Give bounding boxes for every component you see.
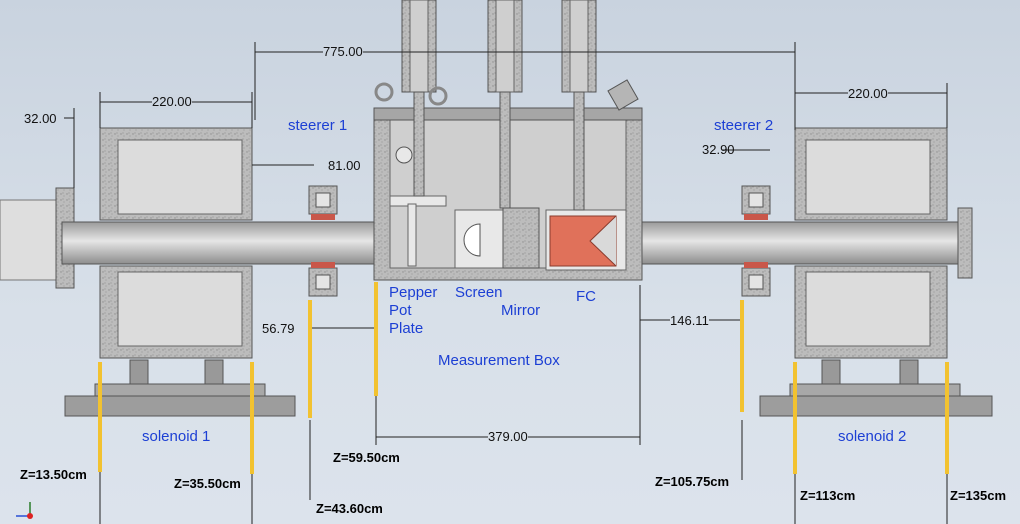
solenoid-1 xyxy=(64,127,296,417)
marker-z5 xyxy=(740,300,744,412)
label-mirror: Mirror xyxy=(501,302,541,319)
marker-z2 xyxy=(250,362,254,474)
z-label-6: Z=113cm xyxy=(800,488,856,503)
marker-z7 xyxy=(945,362,949,474)
label-solenoid-2: solenoid 2 xyxy=(838,428,907,445)
dim-box-span: 379.00 xyxy=(488,429,528,444)
z-label-2: Z=35.50cm xyxy=(174,476,241,491)
entrance-block xyxy=(0,199,57,281)
marker-z4 xyxy=(374,282,378,396)
z-label-4: Z=59.50cm xyxy=(333,450,400,465)
z-label-7: Z=135cm xyxy=(950,488,1007,503)
label-steerer-1: steerer 1 xyxy=(288,117,348,134)
steerer-1 xyxy=(308,185,338,297)
dim-solenoid1-width: 220.00 xyxy=(152,94,192,109)
z-label-1: Z=13.50cm xyxy=(20,467,87,482)
solenoid-2 xyxy=(759,127,993,417)
dim-left-offset: 32.00 xyxy=(24,111,57,126)
dim-steerer-gap: 81.00 xyxy=(328,158,361,173)
label-screen: Screen xyxy=(455,284,503,301)
beam-pipe-right xyxy=(639,221,973,265)
z-label-5: Z=105.75cm xyxy=(655,474,730,489)
dim-pepper-gap: 56.79 xyxy=(262,321,295,336)
actuator-rods xyxy=(374,0,639,211)
marker-z3 xyxy=(308,300,312,418)
dim-right-offset: 32.90 xyxy=(702,142,735,157)
label-measurement-box: Measurement Box xyxy=(438,352,560,369)
label-plate: Plate xyxy=(389,320,424,337)
dim-right-gap: 146.11 xyxy=(670,313,709,328)
label-pepper: Pepper xyxy=(389,284,438,301)
beam-pipe-left xyxy=(61,221,383,265)
exit-flange xyxy=(957,207,973,279)
z-label-3: Z=43.60cm xyxy=(316,501,383,516)
label-fc: FC xyxy=(576,288,596,305)
marker-z1 xyxy=(98,362,102,472)
label-steerer-2: steerer 2 xyxy=(714,117,774,134)
position-markers xyxy=(98,282,949,474)
label-pot: Pot xyxy=(389,302,412,319)
marker-z6 xyxy=(793,362,797,474)
label-solenoid-1: solenoid 1 xyxy=(142,428,211,445)
dim-top-span: 775.00 xyxy=(323,44,363,59)
dim-solenoid2-width: 220.00 xyxy=(848,86,888,101)
axis-gizmo xyxy=(16,502,33,519)
steerer-2 xyxy=(741,185,771,297)
